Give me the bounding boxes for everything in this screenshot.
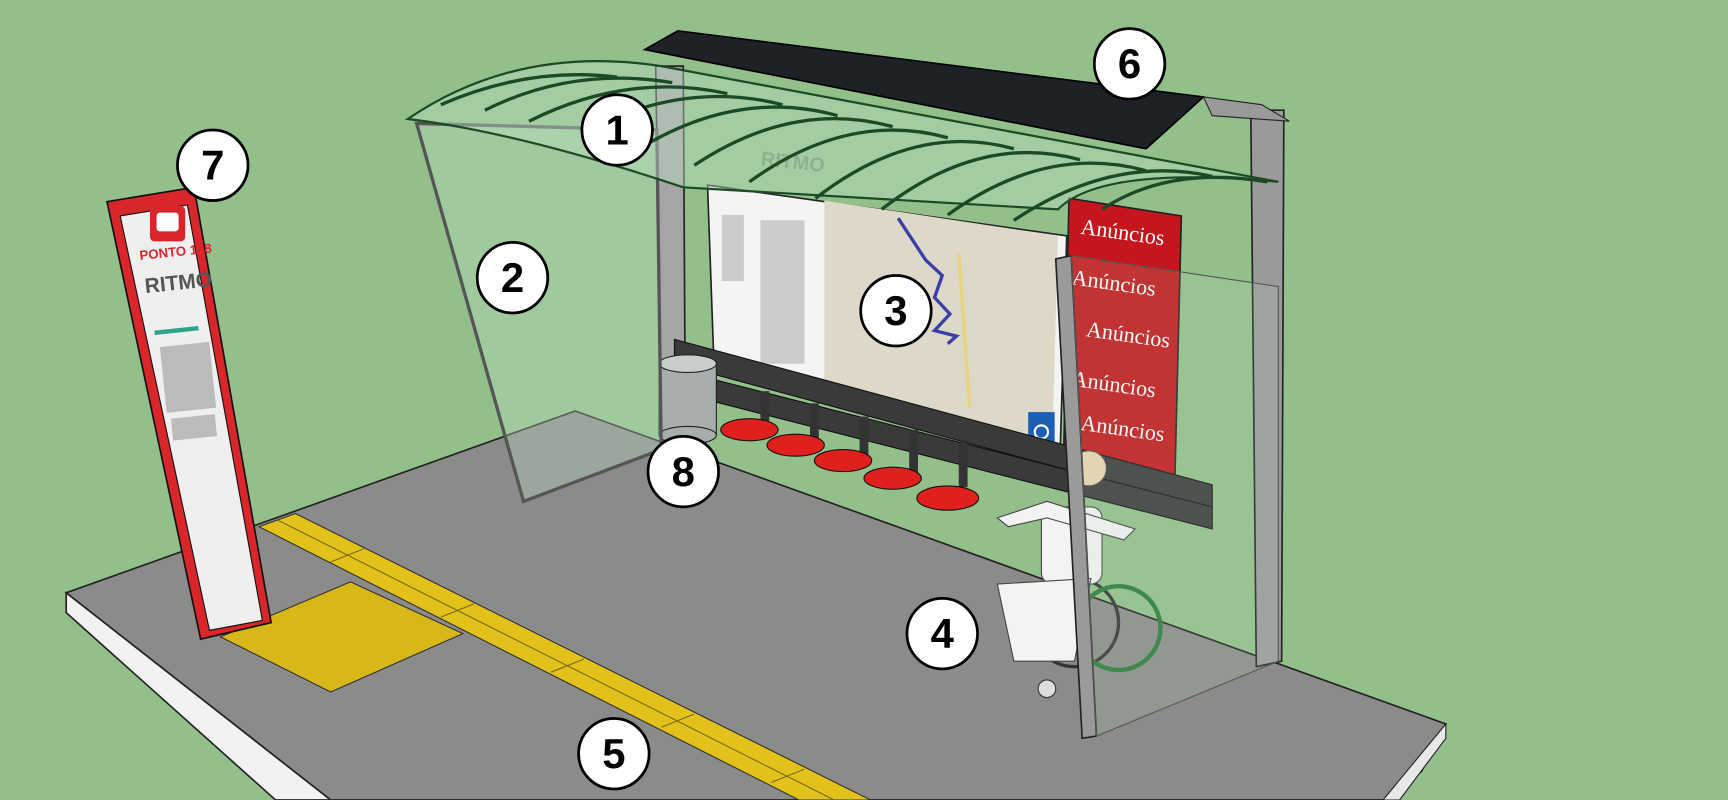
side-glass-panel [414, 121, 663, 504]
callout-7: 7 [176, 128, 250, 202]
callout-number: 5 [602, 730, 625, 777]
callout-1: 1 [580, 93, 654, 167]
map-panel: RITMO [706, 148, 1068, 453]
callout-number: 1 [606, 106, 629, 153]
callout-3: 3 [859, 274, 933, 348]
callout-4: 4 [905, 596, 979, 671]
tactile-floor [219, 512, 871, 800]
callout-number: 6 [1118, 40, 1141, 87]
callout-number: 8 [672, 448, 695, 495]
callout-2: 2 [475, 241, 550, 315]
front-glass-panel [1070, 255, 1279, 737]
callout-number: 4 [931, 610, 955, 657]
callout-number: 7 [201, 142, 224, 189]
callout-6: 6 [1092, 27, 1167, 101]
trash-bin [658, 354, 717, 445]
stop-sign-totem: PONTO 158 RITMO [105, 186, 273, 641]
callout-number: 3 [884, 287, 907, 334]
callout-5: 5 [577, 717, 651, 791]
ad-panel: Anúncios Anúncios Anúncios Anúncios Anún… [1062, 197, 1183, 486]
callout-8: 8 [646, 434, 720, 509]
callout-number: 2 [501, 254, 524, 301]
platform-curb [65, 591, 333, 800]
route-line [896, 217, 961, 346]
platform-right-edge [1382, 722, 1447, 800]
rear-right-post [1249, 109, 1285, 668]
